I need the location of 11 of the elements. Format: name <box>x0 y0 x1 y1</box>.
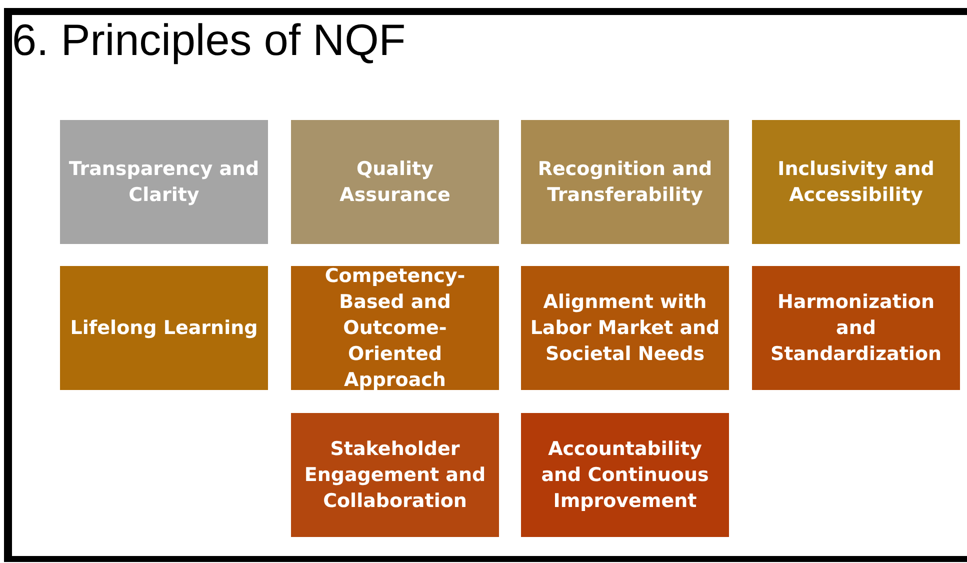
principle-tile: Stakeholder Engagement and Collaboration <box>291 413 499 537</box>
principle-tile: Harmonization and Standardization <box>752 266 960 390</box>
principle-tile: Recognition and Transferability <box>521 120 729 244</box>
principle-tile: Accountability and Continuous Improvement <box>521 413 729 537</box>
principle-tile: Quality Assurance <box>291 120 499 244</box>
principle-tile: Competency-Based and Outcome-Oriented Approach <box>291 266 499 390</box>
principle-tile: Alignment with Labor Market and Societal Needs <box>521 266 729 390</box>
slide-title: 6. Principles of NQF <box>12 15 406 67</box>
principle-tile: Lifelong Learning <box>60 266 268 390</box>
principle-tile: Transparency and Clarity <box>60 120 268 244</box>
principle-tile: Inclusivity and Accessibility <box>752 120 960 244</box>
